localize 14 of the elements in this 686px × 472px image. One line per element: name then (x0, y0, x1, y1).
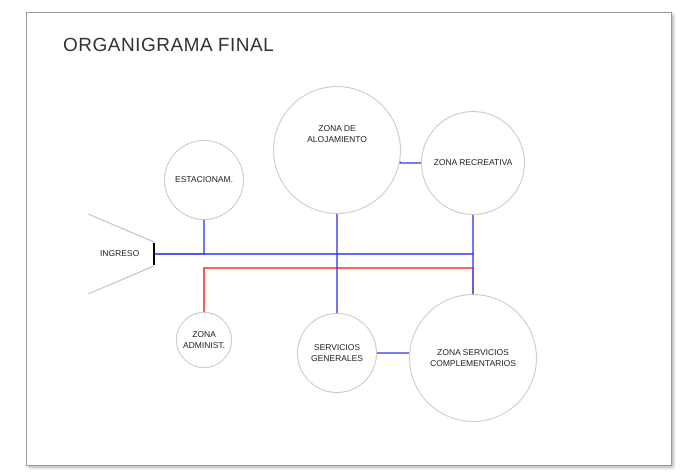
zone-label: ZONA ADMINIST. (182, 328, 226, 352)
connector-line (203, 267, 474, 312)
connector-line (336, 214, 338, 313)
zone-label: ZONA SERVICIOS COMPLEMENTARIOS (429, 346, 517, 370)
entrance-funnel (88, 214, 155, 294)
connector-line (377, 352, 410, 354)
zone-label: SERVICIOS GENERALES (310, 342, 364, 364)
zone-label: ZONA DE ALOJAMIENTO (306, 123, 368, 146)
zone-label: INGRESO (100, 248, 140, 260)
connector-line (155, 253, 474, 294)
connector-line (399, 161, 421, 164)
zone-label: ESTACIONAM. (175, 174, 233, 186)
zone-label: ZONA RECREATIVA (434, 157, 512, 169)
diagram-title: ORGANIGRAMA FINAL (63, 35, 274, 57)
